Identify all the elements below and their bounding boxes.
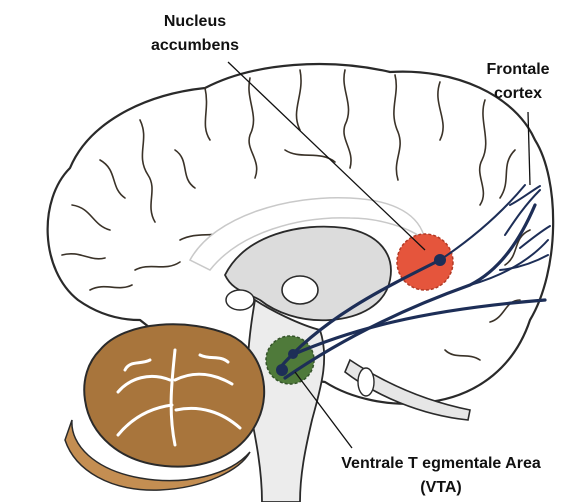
label-vta-1: Ventrale T egmentale Area xyxy=(341,455,541,472)
cerebellum-icon xyxy=(65,324,264,490)
label-frontal-cortex-1: Frontale xyxy=(486,61,549,78)
vta-region xyxy=(266,336,314,384)
label-frontal-cortex-2: cortex xyxy=(494,85,542,102)
leader-frontal-cortex xyxy=(528,112,530,185)
mammillary-body xyxy=(358,368,374,396)
label-vta-2: (VTA) xyxy=(420,479,461,496)
pituitary xyxy=(226,290,254,310)
ventricle xyxy=(282,276,318,304)
label-nucleus-accumbens-1: Nucleus xyxy=(164,13,226,30)
label-nucleus-accumbens-2: accumbens xyxy=(151,37,239,54)
